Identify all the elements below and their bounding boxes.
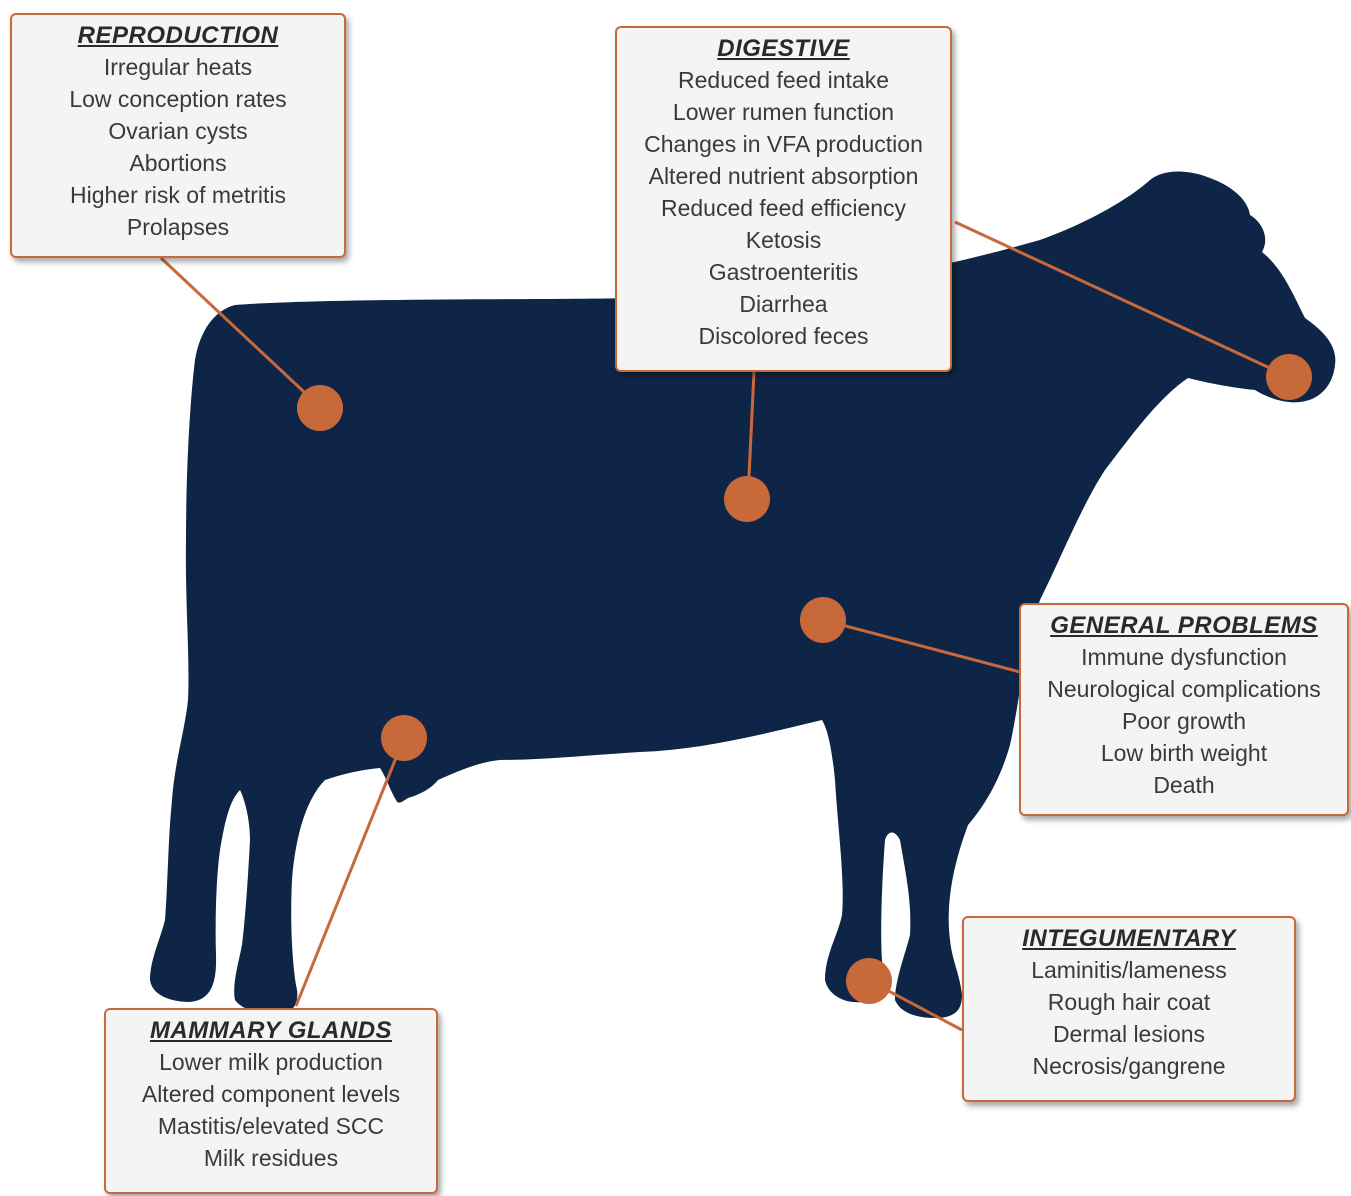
general-problems-box: GENERAL PROBLEMS Immune dysfunction Neur… xyxy=(1019,603,1349,816)
list-item: Necrosis/gangrene xyxy=(964,1050,1294,1082)
list-item: Ovarian cysts xyxy=(12,115,344,147)
mammary-glands-box: MAMMARY GLANDS Lower milk production Alt… xyxy=(104,1008,438,1194)
list-item: Reduced feed intake xyxy=(617,64,950,96)
list-item: Ketosis xyxy=(617,224,950,256)
integumentary-title: INTEGUMENTARY xyxy=(964,924,1294,954)
general-problems-title: GENERAL PROBLEMS xyxy=(1021,611,1347,641)
marker-general xyxy=(800,597,846,643)
list-item: Altered nutrient absorption xyxy=(617,160,950,192)
marker-head xyxy=(1266,354,1312,400)
marker-digestive xyxy=(724,476,770,522)
list-item: Reduced feed efficiency xyxy=(617,192,950,224)
reproduction-box: REPRODUCTION Irregular heats Low concept… xyxy=(10,13,346,258)
list-item: Low birth weight xyxy=(1021,737,1347,769)
list-item: Dermal lesions xyxy=(964,1018,1294,1050)
list-item: Discolored feces xyxy=(617,320,950,352)
marker-integumentary xyxy=(846,958,892,1004)
list-item: Lower rumen function xyxy=(617,96,950,128)
list-item: Diarrhea xyxy=(617,288,950,320)
digestive-list: Reduced feed intake Lower rumen function… xyxy=(617,64,950,352)
list-item: Laminitis/lameness xyxy=(964,954,1294,986)
list-item: Altered component levels xyxy=(106,1078,436,1110)
list-item: Higher risk of metritis xyxy=(12,179,344,211)
reproduction-list: Irregular heats Low conception rates Ova… xyxy=(12,51,344,243)
list-item: Rough hair coat xyxy=(964,986,1294,1018)
digestive-box: DIGESTIVE Reduced feed intake Lower rume… xyxy=(615,26,952,372)
list-item: Lower milk production xyxy=(106,1046,436,1078)
list-item: Immune dysfunction xyxy=(1021,641,1347,673)
integumentary-list: Laminitis/lameness Rough hair coat Derma… xyxy=(964,954,1294,1082)
list-item: Mastitis/elevated SCC xyxy=(106,1110,436,1142)
marker-reproduction xyxy=(297,385,343,431)
list-item: Irregular heats xyxy=(12,51,344,83)
digestive-title: DIGESTIVE xyxy=(617,34,950,64)
mammary-glands-list: Lower milk production Altered component … xyxy=(106,1046,436,1174)
general-problems-list: Immune dysfunction Neurological complica… xyxy=(1021,641,1347,801)
list-item: Neurological complications xyxy=(1021,673,1347,705)
list-item: Milk residues xyxy=(106,1142,436,1174)
list-item: Low conception rates xyxy=(12,83,344,115)
list-item: Prolapses xyxy=(12,211,344,243)
list-item: Changes in VFA production xyxy=(617,128,950,160)
integumentary-box: INTEGUMENTARY Laminitis/lameness Rough h… xyxy=(962,916,1296,1102)
list-item: Poor growth xyxy=(1021,705,1347,737)
list-item: Gastroenteritis xyxy=(617,256,950,288)
marker-mammary xyxy=(381,715,427,761)
list-item: Abortions xyxy=(12,147,344,179)
list-item: Death xyxy=(1021,769,1347,801)
reproduction-title: REPRODUCTION xyxy=(12,21,344,51)
mammary-glands-title: MAMMARY GLANDS xyxy=(106,1016,436,1046)
